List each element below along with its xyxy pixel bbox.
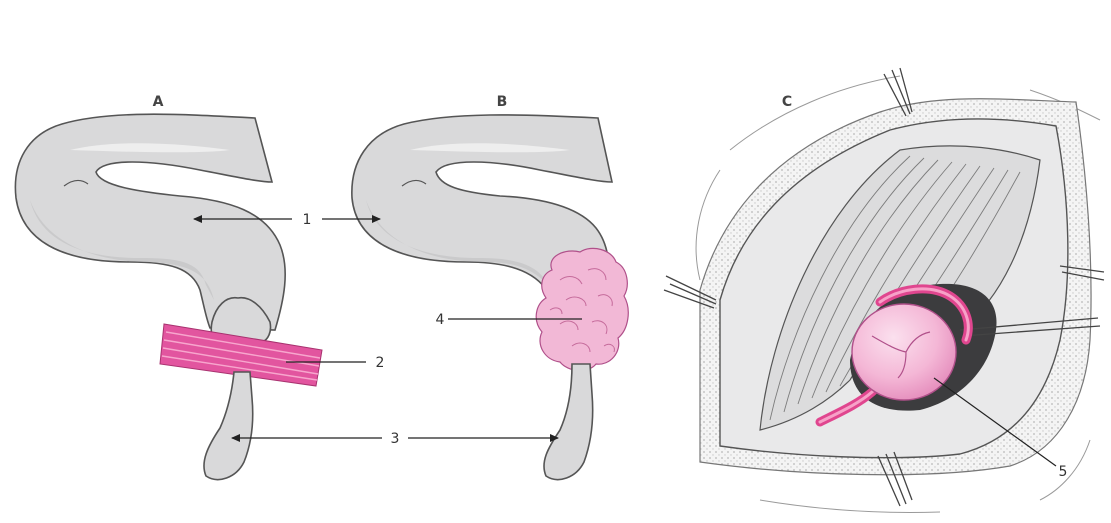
stalk-b	[544, 364, 593, 480]
panel-c-label: C	[782, 94, 792, 110]
panel-b: B	[352, 94, 628, 480]
panel-a-label: A	[153, 94, 164, 110]
stalk-a	[204, 372, 253, 480]
callout-3: 3	[232, 431, 558, 447]
callout-1-label: 1	[303, 212, 312, 228]
callout-5-label: 5	[1059, 464, 1068, 480]
ovary	[852, 304, 956, 400]
panel-b-label: B	[497, 94, 508, 110]
callout-2-label: 2	[376, 355, 385, 371]
panel-a: A	[15, 94, 322, 480]
callout-3-label: 3	[391, 431, 400, 447]
callout-4-label: 4	[436, 312, 445, 328]
panel-c: C	[664, 68, 1104, 513]
